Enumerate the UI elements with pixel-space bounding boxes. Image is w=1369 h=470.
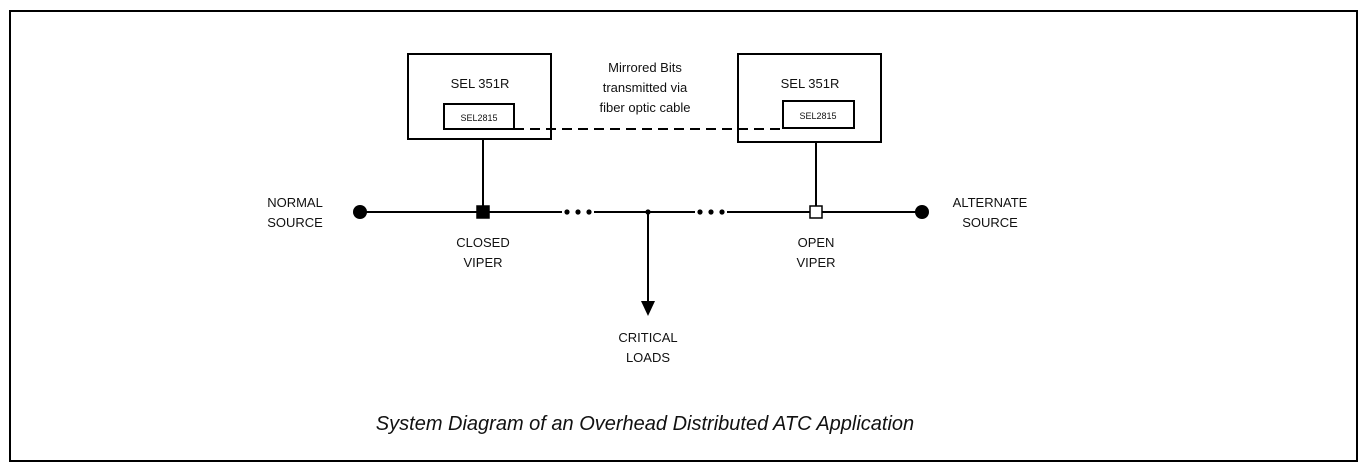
diagram-caption: System Diagram of an Overhead Distribute… — [376, 413, 914, 435]
link-label-line-2: transmitted via — [603, 80, 688, 95]
open-viper-label-2: VIPER — [796, 255, 835, 270]
critical-loads-label-1: CRITICAL — [618, 330, 677, 345]
continuation-dots-right — [697, 209, 725, 215]
relay-left-module-box — [443, 103, 515, 130]
diagram-frame — [9, 10, 1358, 462]
alternate-source-node — [915, 205, 929, 219]
relay-right: SEL 351R SEL2815 — [737, 53, 882, 143]
alternate-source-label-2: SOURCE — [962, 215, 1018, 230]
open-viper-label-1: OPEN — [798, 235, 835, 250]
relay-left: SEL 351R SEL2815 — [407, 53, 552, 140]
load-arrow — [641, 301, 655, 316]
relay-right-module-label: SEL2815 — [799, 111, 836, 121]
alternate-source-label-1: ALTERNATE — [953, 195, 1028, 210]
relay-right-title: SEL 351R — [781, 76, 840, 91]
link-label: Mirrored Bits transmitted via fiber opti… — [599, 60, 690, 115]
relay-left-title: SEL 351R — [451, 76, 510, 91]
closed-viper-label-2: VIPER — [463, 255, 502, 270]
relay-left-module-label: SEL2815 — [460, 113, 497, 123]
continuation-dots-left — [564, 209, 592, 215]
closed-viper-label-1: CLOSED — [456, 235, 509, 250]
link-label-line-1: Mirrored Bits — [608, 60, 682, 75]
closed-viper-symbol — [476, 205, 490, 219]
link-label-line-3: fiber optic cable — [599, 100, 690, 115]
normal-source-label-2: SOURCE — [267, 215, 323, 230]
critical-loads-label-2: LOADS — [626, 350, 670, 365]
normal-source-node — [353, 205, 367, 219]
open-viper-symbol — [809, 205, 823, 219]
relay-right-module-box — [782, 100, 855, 129]
normal-source-label-1: NORMAL — [267, 195, 323, 210]
